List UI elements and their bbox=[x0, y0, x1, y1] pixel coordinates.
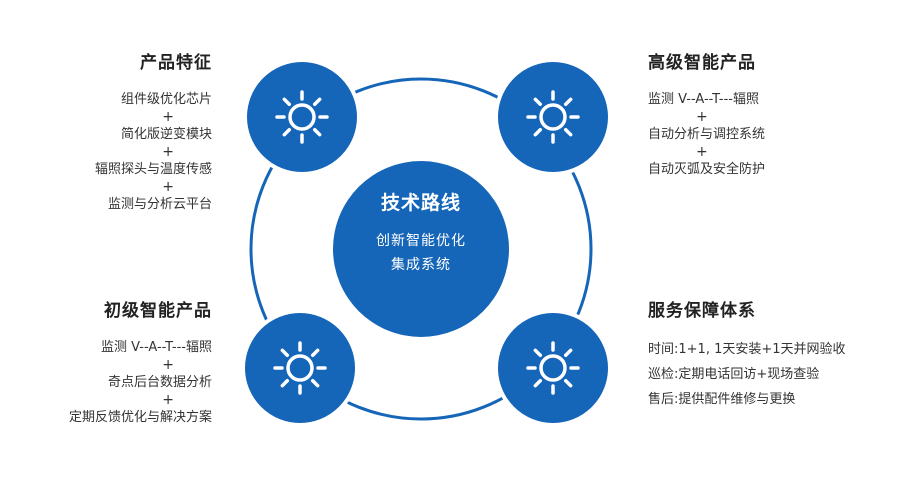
block-heading: 高级智能产品 bbox=[648, 53, 756, 73]
center-circle bbox=[333, 161, 509, 337]
plus-separator: + bbox=[696, 109, 708, 125]
sun-ray bbox=[282, 97, 292, 107]
list-item: 辐照探头与温度传感 bbox=[94, 162, 212, 177]
sun-icon bbox=[273, 341, 327, 395]
plus-separator: + bbox=[162, 109, 174, 125]
sun-icon bbox=[526, 341, 580, 395]
list-item: 监测与分析云平台 bbox=[107, 197, 212, 212]
block-heading: 服务保障体系 bbox=[648, 301, 756, 321]
block-heading: 初级智能产品 bbox=[104, 301, 212, 321]
list-item: 时间:1+1, 1天安装+1天并网验收 bbox=[648, 342, 846, 357]
sun-icon bbox=[526, 90, 580, 144]
plus-separator: + bbox=[162, 392, 174, 408]
list-item: 监测 V--A--T---辐照 bbox=[648, 92, 759, 107]
sun-ray bbox=[280, 378, 290, 388]
sun-ray bbox=[563, 348, 573, 358]
list-item: 售后:提供配件维修与更换 bbox=[648, 392, 796, 407]
service-guarantee-block: 服务保障体系 时间:1+1, 1天安装+1天并网验收 巡检:定期电话回访+现场查… bbox=[648, 296, 846, 412]
sun-ray bbox=[563, 97, 573, 107]
node-bottom-right bbox=[494, 309, 612, 427]
list-item: 自动分析与调控系统 bbox=[648, 127, 766, 142]
plus-separator: + bbox=[162, 144, 174, 160]
basic-product-block: 初级智能产品 监测 V--A--T---辐照 + 奇点后台数据分析 + 定期反馈… bbox=[69, 296, 212, 429]
plus-separator: + bbox=[696, 144, 708, 160]
list-item: 监测 V--A--T---辐照 bbox=[101, 340, 212, 355]
sun-core bbox=[539, 103, 567, 131]
plus-separator: + bbox=[162, 179, 174, 195]
sun-ray bbox=[282, 127, 292, 137]
sun-ray bbox=[533, 378, 543, 388]
sun-ray bbox=[310, 378, 320, 388]
sun-ray bbox=[563, 127, 573, 137]
center-subtitle-2: 集成系统 bbox=[391, 257, 451, 273]
list-item: 定期反馈优化与解决方案 bbox=[68, 410, 212, 425]
sun-ray bbox=[563, 378, 573, 388]
sun-ray bbox=[312, 97, 322, 107]
center-label: 技术路线 创新智能优化 集成系统 bbox=[320, 188, 522, 277]
product-features-block: 产品特征 组件级优化芯片 + 简化版逆变模块 + 辐照探头与温度传感 + 监测与… bbox=[95, 48, 212, 216]
list-item: 组件级优化芯片 bbox=[120, 92, 212, 107]
node-bottom-left bbox=[241, 309, 359, 427]
sun-ray bbox=[533, 97, 543, 107]
node-top-right bbox=[494, 58, 612, 176]
sun-ray bbox=[312, 127, 322, 137]
list-item: 自动灭弧及安全防护 bbox=[648, 162, 766, 177]
sun-core bbox=[539, 354, 567, 382]
plus-separator: + bbox=[162, 357, 174, 373]
sun-ray bbox=[310, 348, 320, 358]
sun-core bbox=[288, 103, 316, 131]
sun-ray bbox=[280, 348, 290, 358]
sun-ray bbox=[533, 127, 543, 137]
node-top-left bbox=[243, 58, 361, 176]
sun-core bbox=[286, 354, 314, 382]
advanced-product-block: 高级智能产品 监测 V--A--T---辐照 + 自动分析与调控系统 + 自动灭… bbox=[648, 48, 765, 181]
list-item: 巡检:定期电话回访+现场查验 bbox=[648, 367, 820, 382]
sun-ray bbox=[533, 348, 543, 358]
outer-ring bbox=[249, 77, 593, 421]
center-title: 技术路线 bbox=[380, 192, 461, 214]
list-item: 奇点后台数据分析 bbox=[107, 375, 212, 390]
block-heading: 产品特征 bbox=[140, 53, 212, 73]
sun-icon bbox=[275, 90, 329, 144]
center-subtitle-1: 创新智能优化 bbox=[376, 233, 466, 249]
list-item: 简化版逆变模块 bbox=[120, 127, 212, 142]
